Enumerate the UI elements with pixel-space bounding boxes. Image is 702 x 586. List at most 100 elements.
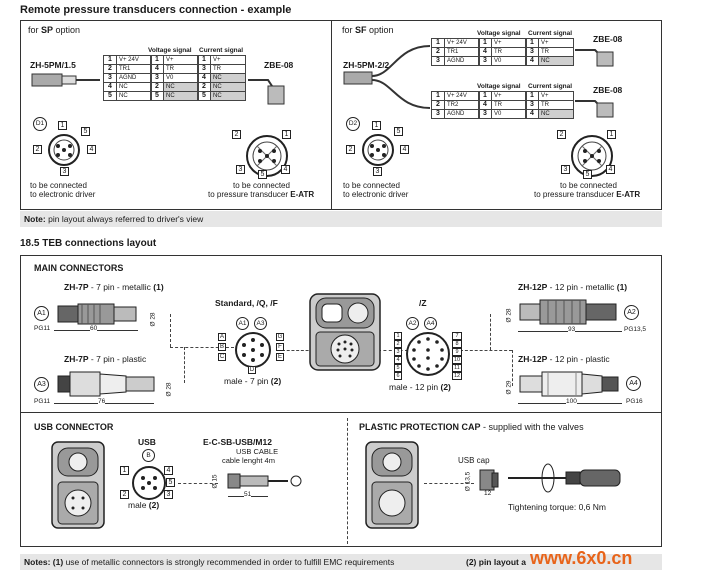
pin12-label: 4 xyxy=(394,356,402,364)
example-frame xyxy=(20,20,662,210)
z-label: /Z xyxy=(419,298,427,308)
standard-label: Standard, /Q, /F xyxy=(215,298,278,308)
sf-hdr-voltage-top: Voltage signal xyxy=(477,30,521,37)
usb-cable-drawing xyxy=(227,473,302,489)
pin-number: 4 xyxy=(525,109,539,119)
pin12-label: 2 xyxy=(394,340,402,348)
pin7-label: C xyxy=(218,353,226,361)
pin-number: 4 xyxy=(197,73,211,83)
dim-29: Ø 29 xyxy=(505,380,513,395)
pin-signal: V+ xyxy=(538,91,574,101)
pin-number: 1 xyxy=(150,55,164,65)
sf-hdr-current-top: Current signal xyxy=(528,30,573,37)
teb-frame xyxy=(20,255,662,547)
sf-cable-drawing-2 xyxy=(575,100,614,118)
usb-valve-drawing xyxy=(51,441,105,529)
sp-connector-name: ZH-5PM/1.5 xyxy=(30,60,76,70)
usb-pin-label: 4 xyxy=(164,466,173,475)
sf-cable-drawing-1 xyxy=(575,49,614,67)
usb-pin-label: 3 xyxy=(164,490,173,499)
usb-pinout xyxy=(132,466,166,500)
note-band xyxy=(20,211,662,227)
sp-tpin-5: 5 xyxy=(258,170,267,179)
valve-body-drawing xyxy=(309,293,381,371)
dim-100: 100 xyxy=(566,398,577,405)
pin-signal: TR xyxy=(538,47,574,57)
usb-cable-name: E-C-SB-USB/M12 xyxy=(203,437,272,447)
pin12-label: 7 xyxy=(452,332,462,340)
teb-divider xyxy=(20,412,662,413)
pin-signal: V0 xyxy=(491,109,527,119)
sf-pin-4: 4 xyxy=(400,145,409,154)
sf-d2-label: D2 xyxy=(346,117,360,131)
sp-cable-drawing xyxy=(248,79,285,105)
sp-hdr-voltage: Voltage signal xyxy=(148,47,192,54)
cap-title: PLASTIC PROTECTION CAP - supplied with t… xyxy=(359,422,584,432)
usb-cap-divider xyxy=(347,418,349,544)
zh12p-plastic-label: ZH-12P - 12 pin - plastic xyxy=(518,354,610,364)
pin-signal: TR xyxy=(538,100,574,110)
a1-pin-label: A1 xyxy=(236,317,249,330)
conn-line-left-down xyxy=(184,347,185,383)
pin-number: 4 xyxy=(478,100,492,110)
zh12p-plastic-drawing xyxy=(519,371,619,397)
sp-transducer-pinout xyxy=(246,135,288,177)
cap-conn-line xyxy=(424,483,474,484)
usb-pin-label: 1 xyxy=(120,466,129,475)
pin-signal: NC xyxy=(210,82,246,92)
sf-pin-2: 2 xyxy=(346,145,355,154)
pin12-label: 10 xyxy=(452,356,462,364)
usb-conn-line xyxy=(178,483,218,484)
note-text: Note: pin layout always referred to driv… xyxy=(24,214,204,224)
pin-signal: TR2 xyxy=(444,100,480,110)
usb-b-label: B xyxy=(142,449,155,462)
pin-signal: AGND xyxy=(116,73,152,83)
pin12-label: 1 xyxy=(394,332,402,340)
pin-signal: NC xyxy=(210,91,246,101)
pin-number: 3 xyxy=(103,73,117,83)
pin-number: 1 xyxy=(525,91,539,101)
pin-signal: NC xyxy=(116,82,152,92)
pin-number: 3 xyxy=(431,109,445,119)
pin7-label: G xyxy=(276,333,284,341)
pin-number: 3 xyxy=(525,100,539,110)
conn-line-right-up xyxy=(490,314,491,350)
pinout-7pin xyxy=(235,332,271,368)
sf-to-transducer-2: to pressure transducer E-ATR xyxy=(534,190,641,199)
pin-number: 1 xyxy=(103,55,117,65)
sf-to-driver: to be connected to electronic driver xyxy=(343,181,409,199)
conn-line-left xyxy=(170,347,234,348)
sp-option-label: for SP option xyxy=(28,25,81,35)
pin-signal: AGND xyxy=(444,56,480,66)
usb-dim-51: 51 xyxy=(244,491,252,498)
zh12p-metal-label: ZH-12P - 12 pin - metallic (1) xyxy=(518,282,628,292)
bottom-notes: Notes: (1) use of metallic connectors is… xyxy=(24,557,395,567)
pin-signal: AGND xyxy=(444,109,480,119)
zh7p-metal-label: ZH-7P - 7 pin - metallic (1) xyxy=(64,282,164,292)
pinout-12pin xyxy=(406,332,450,376)
sf-hdr-voltage-bottom: Voltage signal xyxy=(477,83,521,90)
pin-number: 1 xyxy=(525,38,539,48)
frame-divider xyxy=(331,20,332,210)
sf-pin-1: 1 xyxy=(372,121,381,130)
screwdriver-icon xyxy=(508,463,621,493)
pin-signal: NC xyxy=(538,109,574,119)
a1-label: A1 xyxy=(34,306,49,321)
sp-d1-label: D1 xyxy=(33,117,47,131)
sp-pin-1: 1 xyxy=(58,121,67,130)
